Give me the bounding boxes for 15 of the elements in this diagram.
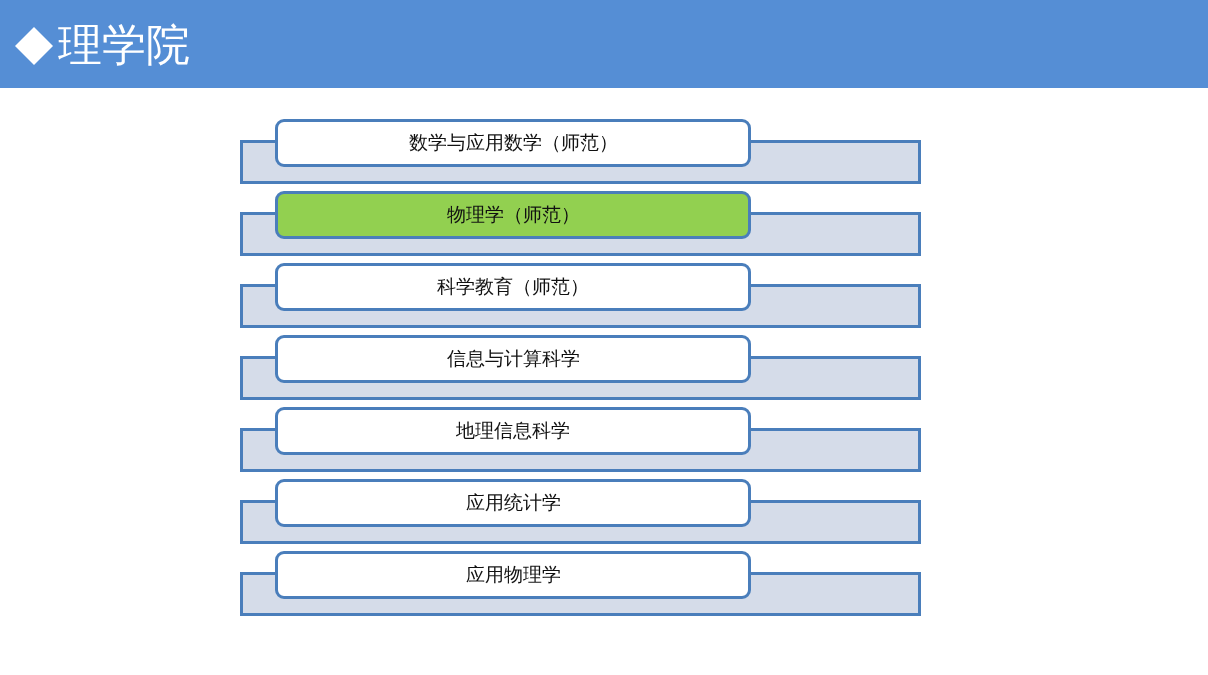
list-item-box xyxy=(275,479,751,527)
item-label: 应用物理学 xyxy=(465,562,561,587)
list-item-box xyxy=(275,551,751,599)
item-label: 物理学（师范） xyxy=(446,202,580,227)
list-item-box xyxy=(275,119,751,167)
item-label: 地理信息科学 xyxy=(456,418,570,443)
item-label: 科学教育（师范） xyxy=(437,274,589,299)
item-label: 应用统计学 xyxy=(465,490,561,515)
list-item-box xyxy=(275,335,751,383)
list-item-box xyxy=(275,407,751,455)
list-item-box xyxy=(275,191,751,239)
list-item-box xyxy=(275,263,751,311)
item-label: 信息与计算科学 xyxy=(446,346,580,371)
item-label: 数学与应用数学（师范） xyxy=(408,130,618,155)
title: 理学院 xyxy=(58,18,190,72)
